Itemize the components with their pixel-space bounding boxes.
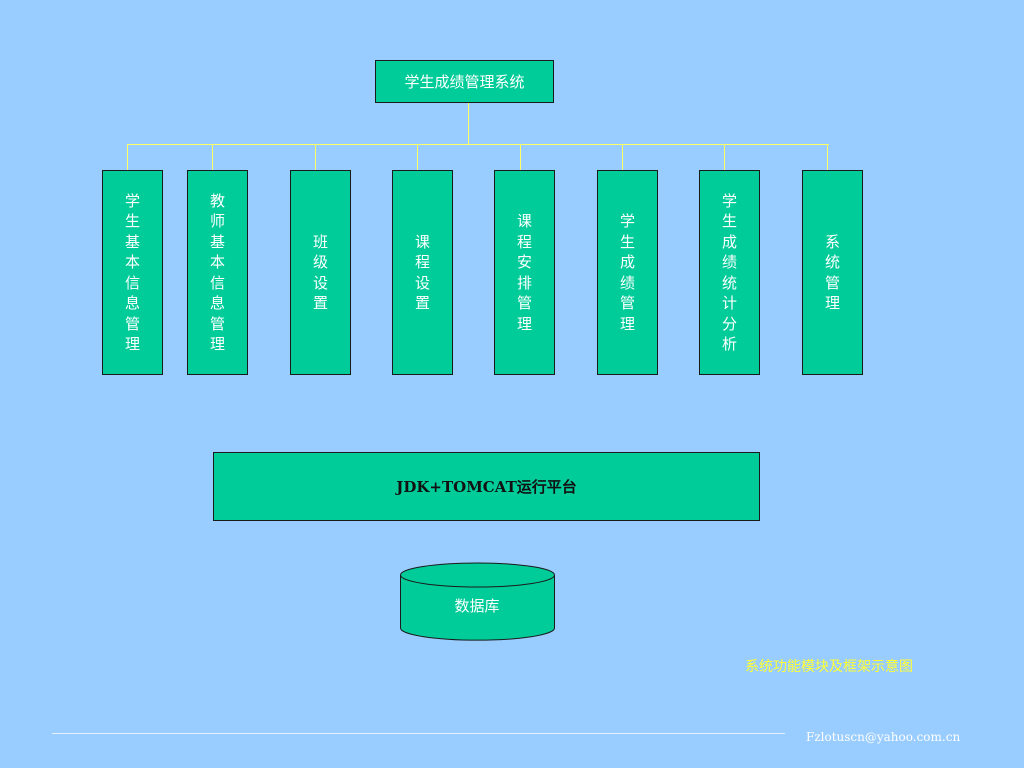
module-label: 学生成绩管理 xyxy=(620,212,636,333)
diagram-caption: 系统功能模块及框架示意图 xyxy=(745,659,913,675)
platform-label: JDK+TOMCAT运行平台 xyxy=(396,478,577,496)
module-label: 课程设置 xyxy=(415,232,431,313)
module-system-management: 系统管理 xyxy=(802,170,863,375)
module-course-settings: 课程设置 xyxy=(392,170,453,375)
module-label: 课程安排管理 xyxy=(517,212,533,333)
root-box: 学生成绩管理系统 xyxy=(375,60,554,103)
connector-root-stem xyxy=(468,103,469,145)
connector-stem xyxy=(127,144,128,170)
module-course-schedule: 课程安排管理 xyxy=(494,170,555,375)
module-class-settings: 班级设置 xyxy=(290,170,351,375)
root-label: 学生成绩管理系统 xyxy=(404,73,525,91)
module-label: 学生成绩统计分析 xyxy=(722,191,738,354)
connector-bus xyxy=(127,144,829,145)
connector-stem xyxy=(622,144,623,170)
database-top xyxy=(400,562,555,588)
database-body xyxy=(400,575,555,641)
module-teacher-info: 教师基本信息管理 xyxy=(187,170,248,375)
database-label: 数据库 xyxy=(454,597,500,615)
module-grade-management: 学生成绩管理 xyxy=(597,170,658,375)
module-grade-statistics: 学生成绩统计分析 xyxy=(699,170,760,375)
platform-box: JDK+TOMCAT运行平台 xyxy=(213,452,760,521)
connector-stem xyxy=(520,144,521,170)
connector-stem xyxy=(827,144,828,170)
footer-divider xyxy=(52,733,785,734)
module-label: 系统管理 xyxy=(825,232,841,313)
connector-stem xyxy=(724,144,725,170)
connector-stem xyxy=(417,144,418,170)
module-label: 学生基本信息管理 xyxy=(125,191,141,354)
connector-stem xyxy=(212,144,213,170)
module-label: 班级设置 xyxy=(313,232,329,313)
module-student-info: 学生基本信息管理 xyxy=(102,170,163,375)
database-cylinder xyxy=(400,562,555,641)
module-label: 教师基本信息管理 xyxy=(210,191,226,354)
connector-stem xyxy=(315,144,316,170)
footer-email: Fzlotuscn@yahoo.com.cn xyxy=(806,730,961,744)
